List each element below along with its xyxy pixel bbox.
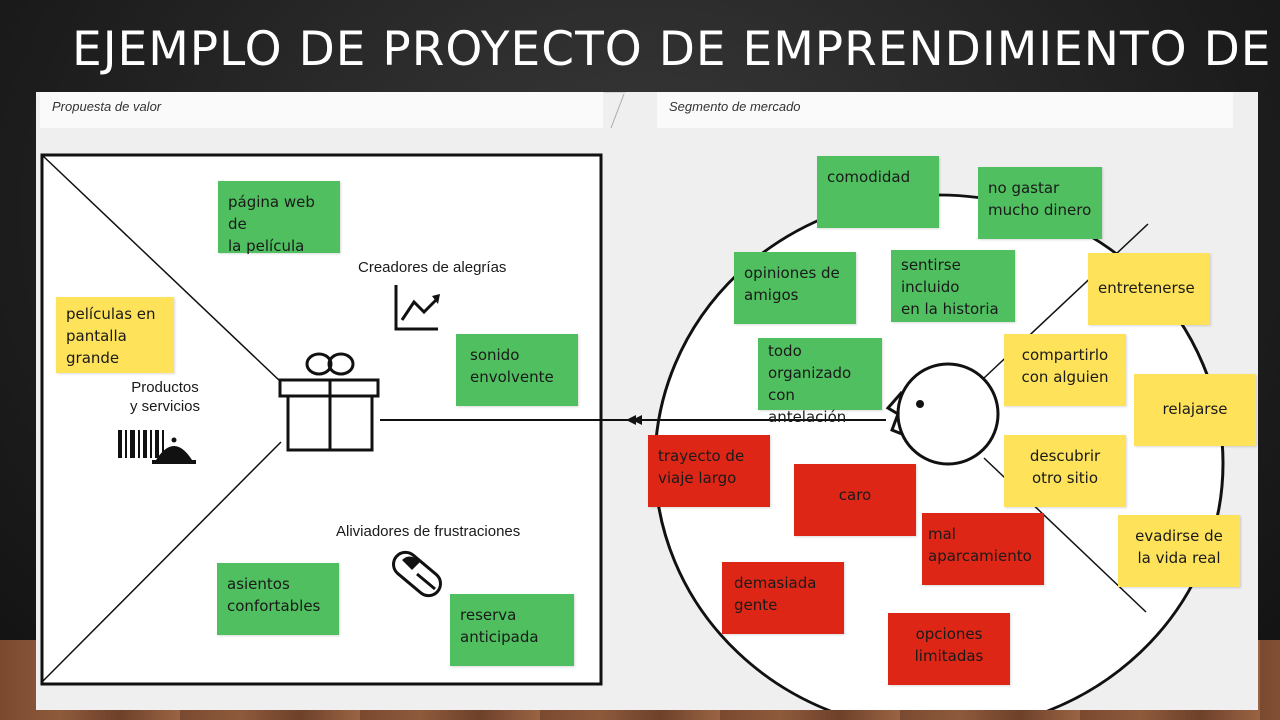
sticky-note: opiniones de amigos — [734, 252, 856, 324]
arrow-icon — [380, 415, 886, 425]
sticky-note: todo organizado con antelación — [758, 338, 882, 426]
header-value-proposition: Propuesta de valor — [40, 92, 603, 128]
chart-trend-icon — [394, 285, 440, 331]
sticky-note: entretenerse — [1088, 253, 1210, 325]
label-products-services-1: Productos — [131, 379, 199, 396]
sticky-note: comodidad — [817, 156, 939, 228]
sticky-note: no gastar mucho dinero — [978, 167, 1102, 239]
barcode-icon — [118, 430, 164, 458]
face-icon — [885, 362, 1000, 466]
sticky-note: caro — [794, 464, 916, 536]
sticky-note: opciones limitadas — [888, 613, 1010, 685]
value-proposition-canvas: Propuesta de valor Segmento de mercado — [36, 92, 1258, 710]
sticky-note: sentirse incluido en la historia — [891, 250, 1015, 322]
service-bell-icon — [152, 437, 196, 464]
sticky-note: evadirse de la vida real — [1118, 515, 1240, 587]
sticky-note: sonido envolvente — [456, 334, 578, 406]
slide-title: EJEMPLO DE PROYECTO DE EMPRENDIMIENTO DE — [72, 22, 1272, 77]
sticky-note: películas en pantalla grande — [56, 297, 174, 373]
sticky-note: descubrir otro sitio — [1004, 435, 1126, 507]
label-gain-creators: Creadores de alegrías — [358, 259, 507, 276]
sticky-note: asientos confortables — [217, 563, 339, 635]
sticky-note: trayecto de viaje largo — [648, 435, 770, 507]
sticky-note: página web de la película — [218, 181, 340, 255]
header-market-segment: Segmento de mercado — [657, 92, 1233, 128]
pill-icon — [392, 550, 442, 598]
label-pain-relievers: Aliviadores de frustraciones — [336, 523, 521, 540]
sticky-note: demasiada gente — [722, 562, 844, 634]
sticky-note: compartirlo con alguien — [1004, 334, 1126, 406]
sticky-note: reserva anticipada — [450, 594, 574, 666]
sticky-note: relajarse — [1134, 374, 1256, 446]
sticky-note: mal aparcamiento — [922, 513, 1044, 585]
label-products-services-2: y servicios — [129, 398, 200, 415]
gift-icon — [278, 352, 380, 452]
